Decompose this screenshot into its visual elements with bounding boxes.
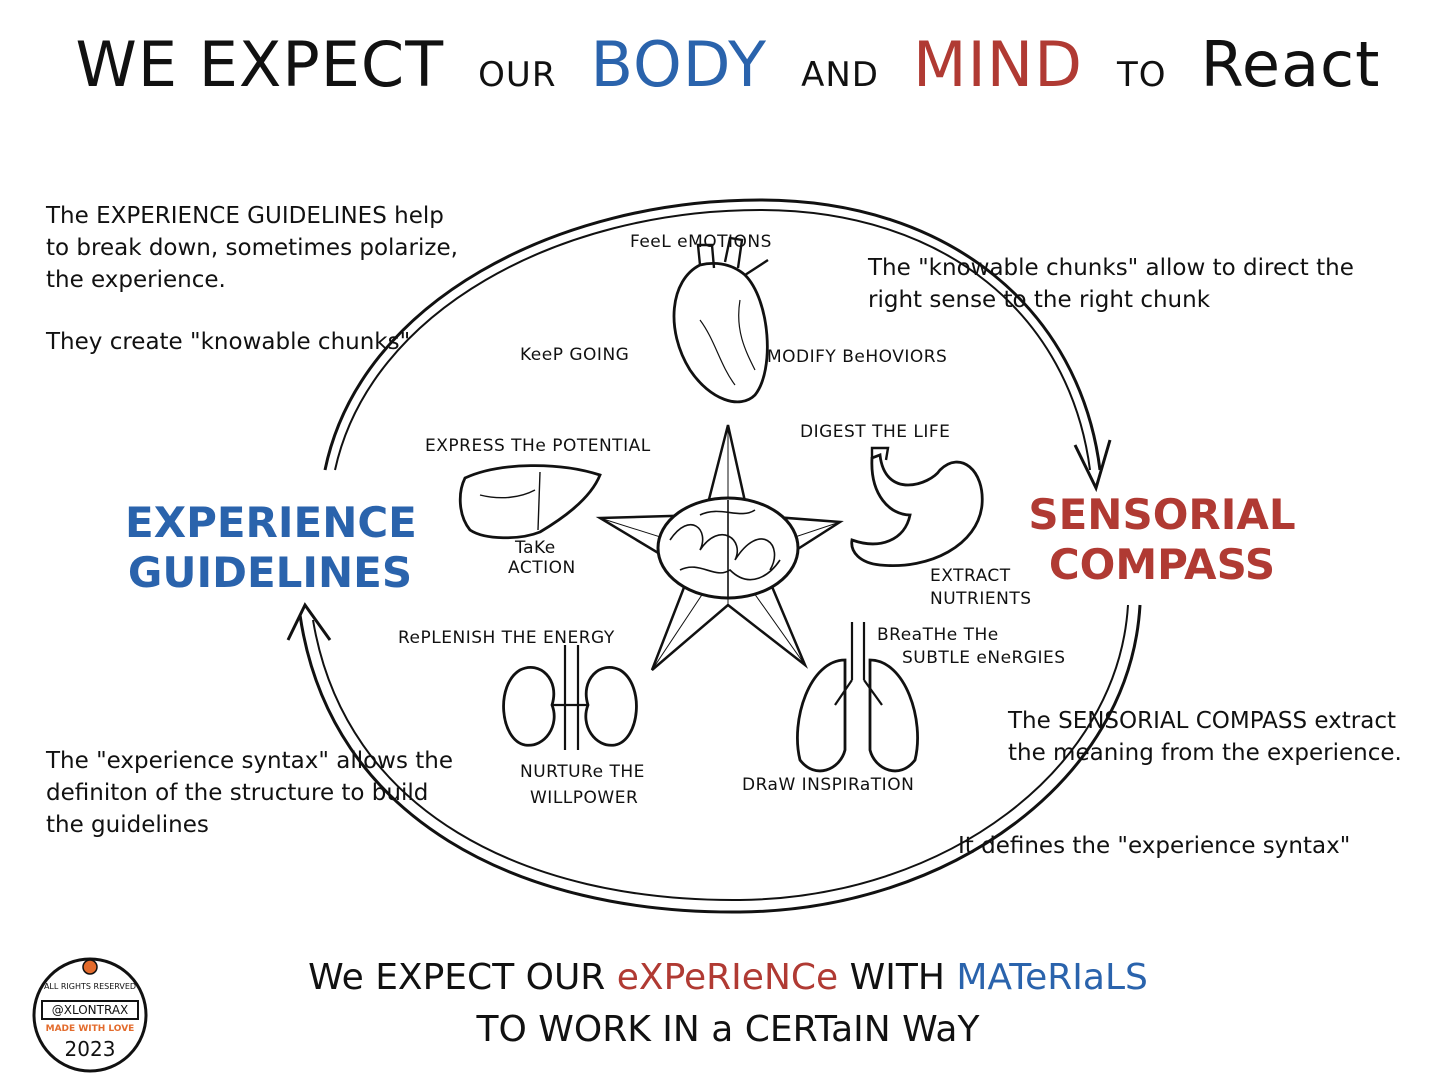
page-title: WE EXPECT OUR BODY AND MIND TO React (0, 28, 1456, 101)
title-we-expect: WE EXPECT (75, 28, 445, 101)
brain-icon (656, 496, 800, 600)
experience-guidelines-label: EXPERIENCE GUIDELINES (125, 498, 417, 598)
lungs-label-bottom: DRaW INSPIRaTION (742, 775, 915, 795)
badge-year: 2023 (64, 1037, 116, 1061)
title-our: OUR (478, 55, 557, 95)
heart-label-right: MODIFY BeHOVIORS (767, 347, 948, 367)
top-arc (323, 198, 1102, 471)
stomach-icon (850, 446, 984, 568)
title-mind: MIND (913, 28, 1083, 101)
bottom-right-note-2: It defines the "experience syntax" (958, 830, 1418, 862)
bottom-left-note: The "experience syntax" allows the defin… (46, 745, 456, 841)
lungs-label-top1: BReaTHe THe (877, 625, 999, 645)
top-arc-inner (334, 208, 1091, 471)
right-note: The "knowable chunks" allow to direct th… (868, 252, 1408, 316)
footer-materials: MATeRIaLS (956, 957, 1148, 998)
badge-made: MADE WITH LOVE (45, 1024, 135, 1034)
title-to: TO (1117, 55, 1167, 95)
lungs-icon (796, 622, 919, 773)
liver-label-bottom2: ACTION (508, 558, 576, 578)
kidneys-label-bottom1: NURTURe THE (520, 762, 645, 782)
heart-label-top: FeeL eMOTIONS (630, 232, 772, 252)
bottom-right-note-para1: The SENSORIAL COMPASS extract the meanin… (1008, 708, 1402, 766)
liver-label-top: EXPRESS THe POTENTIAL (425, 436, 651, 456)
right-arrowhead (1073, 439, 1112, 493)
right-note-para1: The "knowable chunks" allow to direct th… (868, 255, 1354, 313)
liver-icon (458, 464, 602, 540)
footer-with: WITH (849, 957, 945, 998)
bottom-arc (298, 604, 1142, 914)
title-and: AND (801, 55, 879, 95)
footer-line2: TO WORK IN a CERTaIN WaY (476, 1009, 980, 1050)
footer-experience: eXPeRIeNCe (616, 957, 839, 998)
liver-label-bottom1: TaKe (515, 538, 556, 558)
sensorial-compass-line1: SENSORIAL (1028, 490, 1296, 539)
bottom-right-note-para2: It defines the "experience syntax" (958, 833, 1351, 859)
left-arrowhead (286, 602, 332, 641)
heart-label-left: KeeP GOING (520, 345, 630, 365)
bottom-right-note: The SENSORIAL COMPASS extract the meanin… (1008, 705, 1438, 769)
badge-circle (32, 957, 148, 1073)
kidneys-label-bottom2: WILLPOWER (530, 788, 639, 808)
experience-guidelines-line2: GUIDELINES (127, 548, 413, 597)
badge-handle: @XLONTRAX (51, 1003, 129, 1017)
sensorial-compass-line2: COMPASS (1048, 540, 1276, 589)
stomach-label-bottom1: EXTRACT (930, 566, 1011, 586)
kidneys-icon (502, 645, 638, 750)
lungs-label-top2: SUBTLE eNeRGIES (902, 648, 1066, 668)
heart-icon (672, 236, 769, 404)
left-note: The EXPERIENCE GUIDELINES help to break … (46, 200, 466, 358)
kidneys-label-top: RePLENISH THE ENERGY (398, 628, 615, 648)
footer-we-expect: We EXPECT OUR (308, 957, 606, 998)
experience-guidelines-line1: EXPERIENCE (125, 498, 417, 547)
title-body: BODY (590, 28, 767, 101)
bottom-arc-inner (312, 604, 1129, 902)
footer-text: We EXPECT OUR eXPeRIeNCe WITH MATeRIaLS … (0, 952, 1456, 1056)
badge-rights: ALL RIGHTS RESERVED (43, 982, 137, 991)
stomach-label-bottom2: NUTRIENTS (930, 589, 1032, 609)
sensorial-compass-label: SENSORIAL COMPASS (1012, 490, 1312, 590)
left-note-para2: They create "knowable chunks" (46, 329, 411, 355)
stomach-label-top: DIGEST THE LIFE (800, 422, 951, 442)
left-note-para1: The EXPERIENCE GUIDELINES help to break … (46, 203, 458, 293)
title-react: React (1200, 28, 1381, 101)
copyright-badge: ALL RIGHTS RESERVED @XLONTRAX MADE WITH … (30, 955, 150, 1075)
bottom-left-note-text: The "experience syntax" allows the defin… (46, 748, 454, 838)
